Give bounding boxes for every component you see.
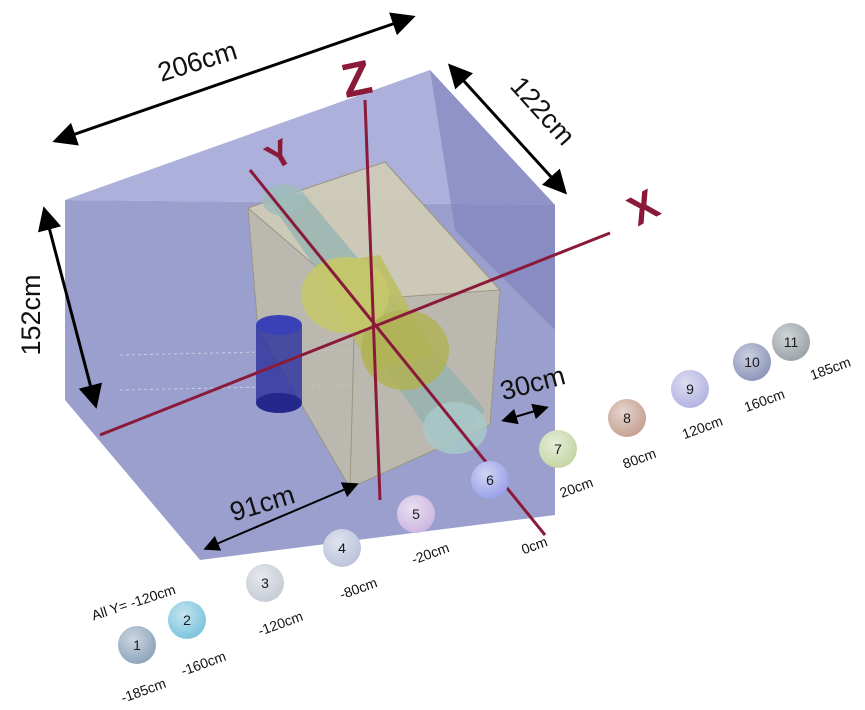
position-number: 6 [486, 472, 494, 488]
position-number: 5 [412, 506, 420, 522]
position-ball-highlight [168, 601, 206, 639]
core [301, 255, 449, 390]
position-marker: 2 -160cm [168, 601, 228, 679]
position-label: 185cm [808, 354, 853, 383]
position-ball-highlight [323, 529, 361, 567]
length-arrow [52, 12, 416, 146]
position-number: 4 [338, 540, 346, 556]
position-ball-highlight [471, 461, 509, 499]
z-axis-line [363, 99, 382, 501]
depth-arrow [447, 63, 568, 195]
position-label: -120cm [256, 608, 305, 639]
position-label: 0cm [519, 533, 549, 557]
position-number: 3 [261, 575, 269, 591]
post [256, 315, 302, 413]
cylinder-end [423, 402, 487, 454]
position-number: 10 [744, 354, 760, 370]
position-ball-highlight [671, 370, 709, 408]
position-ball-highlight [246, 564, 284, 602]
z-axis-label: Z [337, 51, 377, 109]
position-label: -160cm [179, 648, 228, 679]
position-number: 2 [183, 612, 191, 628]
position-ball-highlight [118, 626, 156, 664]
position-label: 80cm [620, 445, 658, 472]
position-marker: 9 120cm [671, 370, 725, 442]
position-label: -80cm [337, 574, 379, 602]
cylinder-end [262, 184, 306, 216]
position-ball-highlight [772, 323, 810, 361]
positions-note: All Y= -120cm [89, 581, 177, 623]
position-label: -20cm [409, 539, 451, 567]
position-marker: 1 -185cm [118, 626, 168, 706]
position-ball-highlight [539, 430, 577, 468]
position-marker: 6 0cm [471, 461, 549, 557]
x-axis-line [99, 231, 611, 437]
position-marker: 8 80cm [608, 399, 658, 472]
position-number: 9 [686, 381, 694, 397]
position-ball-highlight [397, 495, 435, 533]
position-marker: 3 -120cm [246, 564, 305, 639]
inner-width-arrow [203, 482, 359, 551]
core-end [361, 310, 449, 390]
position-number: 8 [623, 410, 631, 426]
position-marker: 4 -80cm [323, 529, 379, 602]
post-bottom [256, 393, 302, 413]
post-top [256, 315, 302, 335]
inner-depth-arrow [501, 403, 549, 425]
position-ball-highlight [733, 343, 771, 381]
height-label: 152cm [16, 274, 46, 355]
position-label: 160cm [742, 386, 787, 415]
position-label: -185cm [119, 675, 168, 706]
position-label: 20cm [557, 474, 595, 501]
height-arrow [37, 206, 103, 409]
position-ball-highlight [608, 399, 646, 437]
x-axis-label: X [620, 180, 667, 235]
position-number: 11 [784, 334, 799, 350]
position-marker: 11 185cm [772, 323, 853, 383]
position-label: 120cm [680, 413, 725, 442]
position-number: 1 [133, 637, 141, 653]
position-number: 7 [554, 441, 562, 457]
